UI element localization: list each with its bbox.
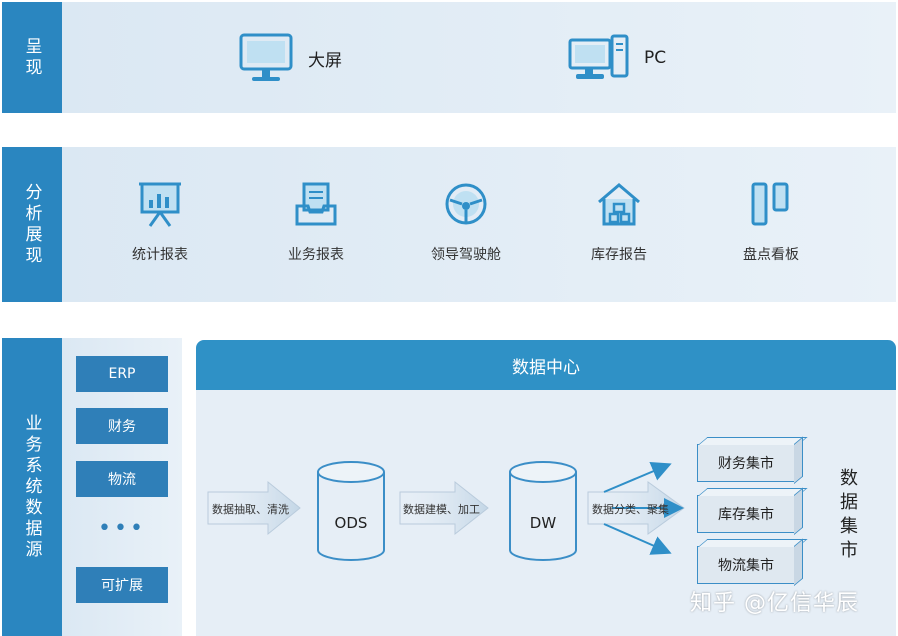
analysis-item-label: 盘点看板 xyxy=(743,247,799,263)
house-icon xyxy=(598,183,640,226)
flow-label-extract-clean: 数据抽取、清洗 xyxy=(212,503,289,516)
presentation-chart-icon xyxy=(139,182,181,227)
analysis-item-label: 库存报告 xyxy=(591,247,647,263)
analysis-item-inventory-kanban[interactable]: 盘点看板 xyxy=(711,180,831,264)
data-mart-logistics[interactable]: 物流集市 xyxy=(697,546,795,584)
flow-arrow-extract xyxy=(207,480,301,536)
presentation-item-pc[interactable]: PC xyxy=(568,32,666,84)
analysis-item-inventory-report[interactable]: 库存报告 xyxy=(559,180,679,264)
analysis-item-business-report[interactable]: 业务报表 xyxy=(256,180,376,264)
steering-wheel-icon xyxy=(445,183,487,225)
source-systems-layer-label: 业务系统数据源 xyxy=(2,338,62,636)
flow-arrow-model xyxy=(399,480,489,536)
data-marts-label: 数据集市 xyxy=(837,468,858,564)
analysis-item-statistics-report[interactable]: 统计报表 xyxy=(100,180,220,264)
monitor-icon xyxy=(239,33,293,81)
source-item-logistics[interactable]: 物流 xyxy=(76,461,168,497)
kanban-board-icon xyxy=(751,182,789,226)
analysis-item-label: 业务报表 xyxy=(288,247,344,263)
dw-cylinder xyxy=(509,461,577,561)
analysis-layer-label: 分析展现 xyxy=(2,147,62,302)
presentation-layer-band xyxy=(62,2,896,113)
data-center-header: 数据中心 xyxy=(196,340,896,390)
presentation-layer-label: 呈现 xyxy=(2,2,62,113)
document-tray-icon xyxy=(295,182,337,226)
fanout-arrow-logistics xyxy=(603,523,672,555)
analysis-item-label: 统计报表 xyxy=(132,247,188,263)
analysis-item-label: 领导驾驶舱 xyxy=(431,247,501,263)
data-mart-finance[interactable]: 财务集市 xyxy=(697,444,795,482)
analysis-item-leader-cockpit[interactable]: 领导驾驶舱 xyxy=(406,180,526,264)
source-ellipsis: ••• xyxy=(98,516,146,541)
presentation-item-label: 大屏 xyxy=(308,50,342,71)
data-mart-inventory[interactable]: 库存集市 xyxy=(697,495,795,533)
source-item-erp[interactable]: ERP xyxy=(76,356,168,392)
presentation-item-large-screen[interactable]: 大屏 xyxy=(238,32,342,84)
dw-label: DW xyxy=(529,514,557,532)
presentation-item-label: PC xyxy=(644,48,667,68)
ods-label: ODS xyxy=(334,514,368,532)
fanout-arrow-finance xyxy=(603,462,672,493)
flow-label-classify-aggregate: 数据分类、聚集 xyxy=(592,503,669,516)
source-item-finance[interactable]: 财务 xyxy=(76,408,168,444)
source-item-extensible[interactable]: 可扩展 xyxy=(76,567,168,603)
flow-label-model-process: 数据建模、加工 xyxy=(403,503,480,516)
ods-cylinder xyxy=(317,461,385,561)
watermark: 知乎 @亿信华辰 xyxy=(690,591,859,616)
pc-icon xyxy=(568,34,629,79)
